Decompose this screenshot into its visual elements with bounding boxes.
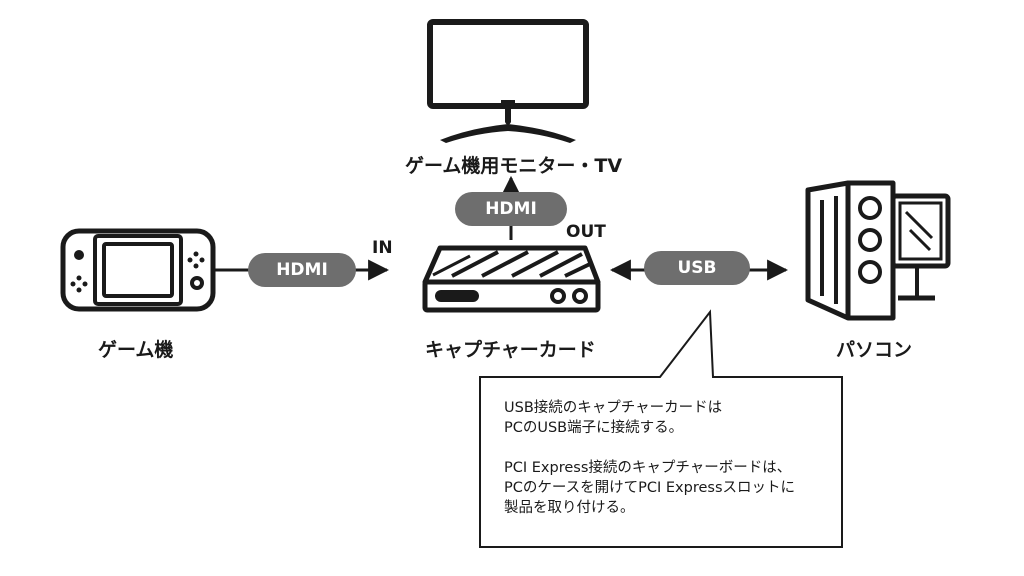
callout-bubble: [479, 309, 843, 548]
callout-paragraph-pcie: PCI Express接続のキャプチャーボードは、 PCのケースを開けてPCI …: [504, 460, 796, 516]
callout-text: USB接続のキャプチャーカードは PCのUSB端子に接続する。 PCI Expr…: [504, 398, 844, 518]
game-console-label: ゲーム機: [98, 339, 174, 361]
pc-label: パソコン: [836, 339, 913, 361]
capture-card-label: キャプチャーカード: [425, 339, 596, 361]
hdmi-pill-console: HDMI: [248, 253, 356, 287]
game-console-icon: [60, 228, 216, 312]
monitor-label: ゲーム機用モニター・TV: [405, 155, 623, 177]
monitor-icon: [427, 19, 589, 143]
out-port-label: OUT: [566, 222, 606, 242]
callout-paragraph-usb: USB接続のキャプチャーカードは PCのUSB端子に接続する。: [504, 400, 723, 436]
capture-card-icon: [422, 245, 601, 313]
pc-icon: [805, 180, 951, 321]
hdmi-pill-monitor: HDMI: [455, 192, 567, 226]
in-port-label: IN: [372, 238, 393, 258]
usb-pill-pc: USB: [644, 251, 750, 285]
